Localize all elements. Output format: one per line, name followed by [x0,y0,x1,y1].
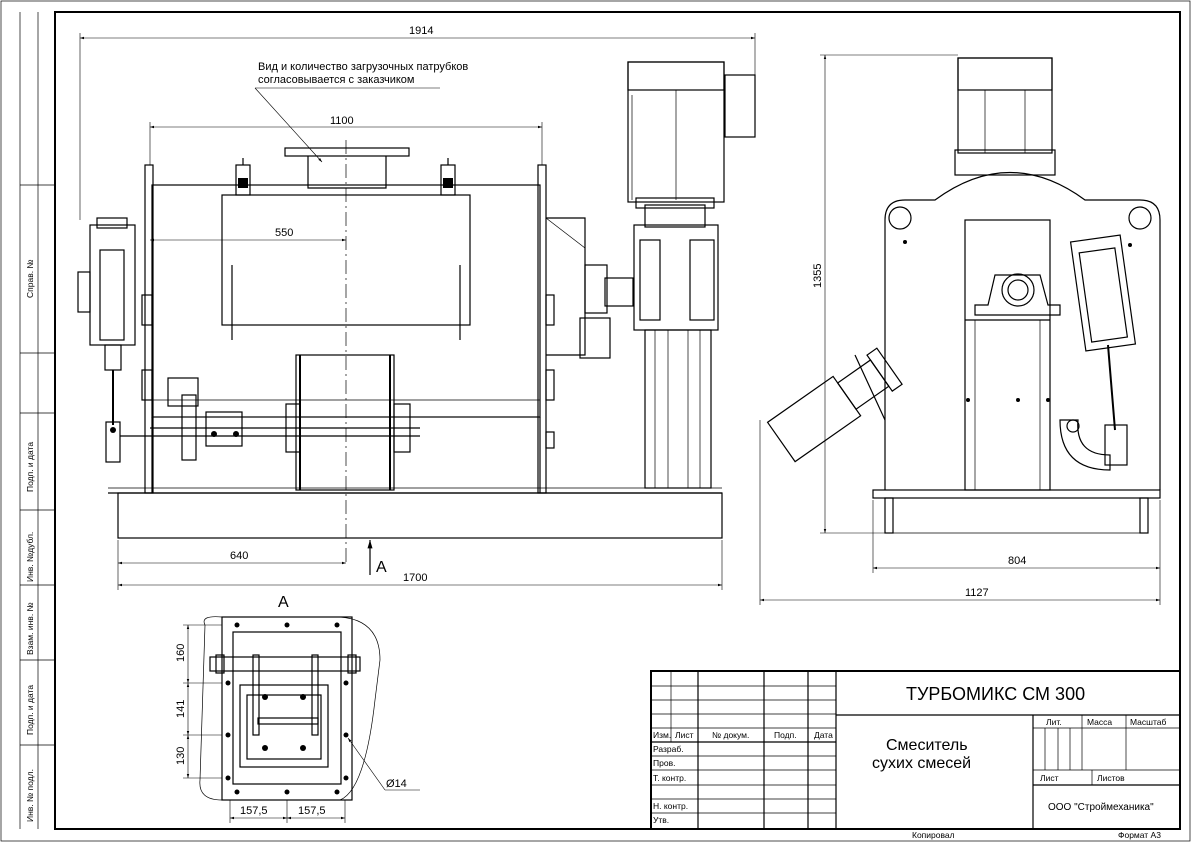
dim-total-width: 1127 [965,587,989,599]
strip-inv-podl: Инв. № подл. [25,769,35,822]
dim-h-157-right: 157,5 [298,805,326,817]
tb-prov: Пров. [653,758,675,768]
tb-data: Дата [814,730,833,740]
tb-utv: Утв. [653,815,669,825]
drawing-name-line-2: сухих смесей [872,755,971,772]
dim-base-length: 1700 [403,572,427,584]
tb-format: Формат А3 [1118,830,1161,840]
tb-doc-no: № докум. [712,730,749,740]
side-view-dimensions [759,54,1161,605]
dim-frame-width: 804 [1008,555,1026,567]
tb-listov: Листов [1097,773,1125,783]
tb-razrab: Разраб. [653,744,684,754]
tb-company: ООО "Строймеханика" [1048,802,1154,813]
strip-podp-1: Подп. и дата [25,442,35,492]
drawing-designation: ТУРБОМИКС СМ 300 [906,684,1085,704]
note-line-1: Вид и количество загрузочных патрубков [258,61,468,73]
dim-v-130: 130 [175,747,187,765]
drawing-name-line-1: Смеситель [886,737,968,754]
strip-podp-2: Подп. и дата [25,685,35,735]
dim-h-157-left: 157,5 [240,805,268,817]
detail-a-holes [225,622,349,795]
tb-n-kontr: Н. контр. [653,801,688,811]
tb-massa: Масса [1087,717,1112,727]
dim-v-160: 160 [175,644,187,662]
detail-a-dimensions [183,624,420,823]
strip-vzam: Взам. инв. № [25,602,35,655]
detail-a-title: A [278,594,289,611]
view-arrow-label: A [376,559,387,576]
tb-list-col: Лист [675,730,694,740]
dim-overall-width: 1914 [409,25,433,37]
tb-list: Лист [1040,773,1059,783]
tb-t-kontr: Т. контр. [653,773,686,783]
title-block-grid [650,670,1181,830]
dim-height: 1355 [812,264,824,288]
dim-half-width: 550 [275,227,293,239]
side-view [766,57,1161,534]
hole-diameter: Ø14 [386,778,407,790]
strip-inv-dubl: Инв. №дубл. [25,532,35,582]
front-view-dimensions [79,33,756,590]
front-view [77,61,756,565]
dim-body-width: 1100 [330,115,354,127]
tb-masshtab: Масштаб [1130,717,1166,727]
tb-kopiroval: Копировал [912,830,955,840]
strip-sprav: Справ. № [25,259,35,298]
tb-izm: Изм. [653,730,671,740]
note-line-2: согласовывается с заказчиком [258,74,415,86]
dim-v-141: 141 [175,700,187,718]
tb-podp: Подп. [774,730,797,740]
tb-lit: Лит. [1046,717,1062,727]
dim-offset: 640 [230,550,248,562]
